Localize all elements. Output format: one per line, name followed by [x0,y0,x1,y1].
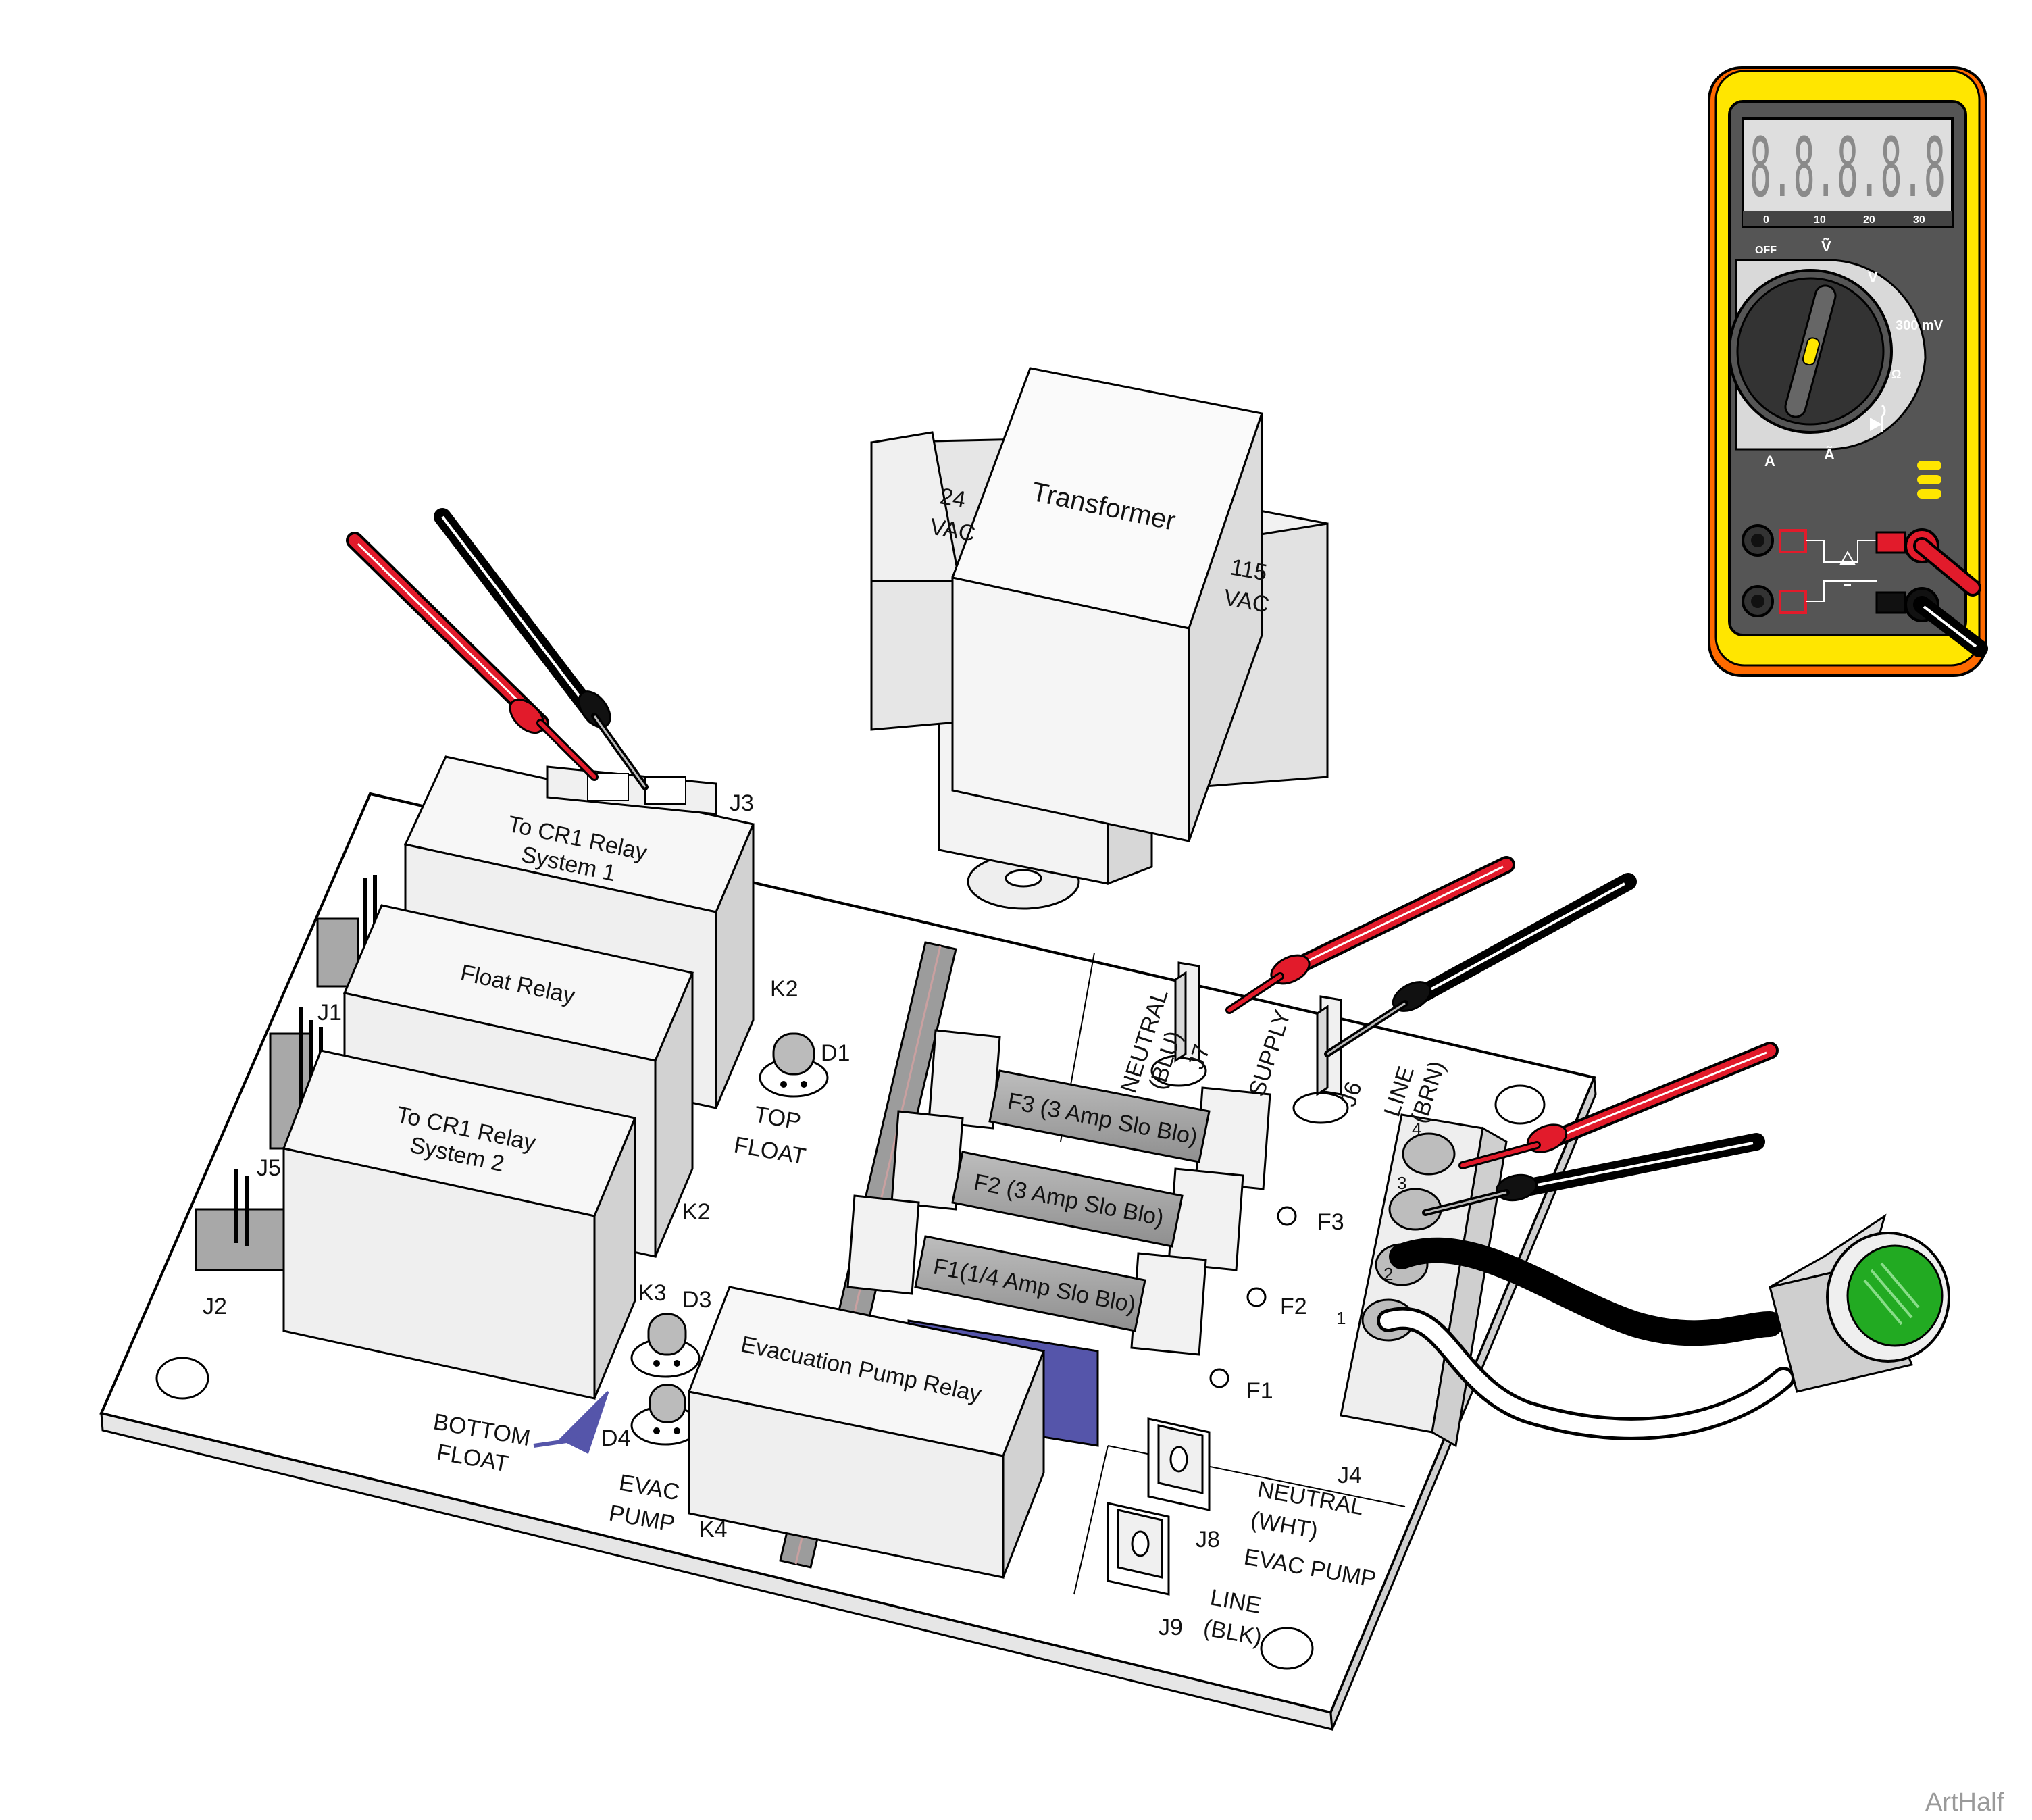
label-j9: J9 [1159,1615,1183,1640]
label-terminal-2: 2 [1383,1264,1393,1284]
label-f1: F1 [1246,1378,1273,1404]
terminal-j8 [1147,1417,1211,1511]
meter-off-label: OFF [1755,245,1777,256]
label-terminal-4: 4 [1412,1119,1421,1139]
probe-black-j6 [1324,873,1637,1057]
transformer: Transformer 24 VAC 115 VAC [870,367,1329,910]
art-credit: ArtHalf [1925,1788,2004,1817]
label-d4: D4 [601,1425,630,1451]
label-j4: J4 [1338,1463,1362,1488]
terminal-j9 [1107,1502,1170,1596]
meter-scale-20: 20 [1863,214,1875,226]
led-d3 [630,1313,701,1378]
mounting-hole [1260,1627,1314,1670]
label-k3: K3 [638,1280,667,1306]
meter-adc-label: A [1764,453,1775,470]
meter-vdc-label: V [1868,269,1878,286]
connector-j3 [546,765,717,815]
label-j3: J3 [730,790,754,816]
label-k2-top: K2 [770,976,798,1002]
meter-ohm-label: Ω [1891,368,1901,381]
meter-scale-10: 10 [1814,214,1826,226]
relay-cr1-system2: To CR1 Relay System 2 [282,1049,637,1400]
vac24-label-line1: 24 [938,483,968,513]
probe-black-j3 [434,508,649,790]
fuse-f2: F2 (3 Amp Slo Blo) [890,1110,1244,1271]
meter-display-digits: 8.8.8.8.8 [1750,122,1946,216]
led-d1 [759,1032,829,1098]
diode-icon [1870,418,1882,431]
label-d1: D1 [821,1040,850,1066]
continuity-icon [1881,404,1886,418]
multimeter: 8.8.8.8.8 0 10 20 30 OFF Ṽ V 300 mV Ω A … [1708,66,1988,677]
warning-icon [1839,550,1856,565]
relay-evac-pump: Evacuation Pump Relay [687,1286,1099,1579]
label-d3: D3 [682,1287,711,1313]
bottom-float-pointer [559,1390,609,1455]
mounting-hole [155,1357,209,1400]
probe-red-j4 [1458,1042,1779,1169]
probe-red-j3 [346,532,599,781]
terminal-j6 [1292,995,1349,1124]
meter-vac-label: Ṽ [1821,238,1831,255]
label-j5: J5 [257,1155,281,1181]
meter-scale-30: 30 [1913,214,1925,226]
meter-aac-label: Ã [1824,446,1835,463]
label-j1: J1 [318,1000,342,1026]
meter-mv-label: 300 mV [1896,318,1944,333]
label-f2: F2 [1280,1294,1307,1319]
lamp-wires [1377,1237,1795,1440]
label-f3: F3 [1317,1209,1344,1235]
label-k4: K4 [699,1517,728,1542]
label-terminal-3: 3 [1397,1173,1406,1193]
indicator-lamp [1769,1213,1950,1393]
label-j2: J2 [203,1294,227,1319]
label-terminal-1: 1 [1336,1308,1346,1328]
mounting-hole [1494,1084,1546,1125]
label-j8: J8 [1196,1527,1220,1552]
probe-black-j4 [1422,1133,1765,1216]
meter-display [1742,117,1954,228]
label-k2-mid: K2 [682,1199,711,1225]
meter-scale-0: 0 [1763,214,1769,226]
terminal-j7 [1150,961,1207,1087]
probe-red-j7 [1225,856,1515,1014]
vac115-label-line1: 115 [1229,554,1269,586]
